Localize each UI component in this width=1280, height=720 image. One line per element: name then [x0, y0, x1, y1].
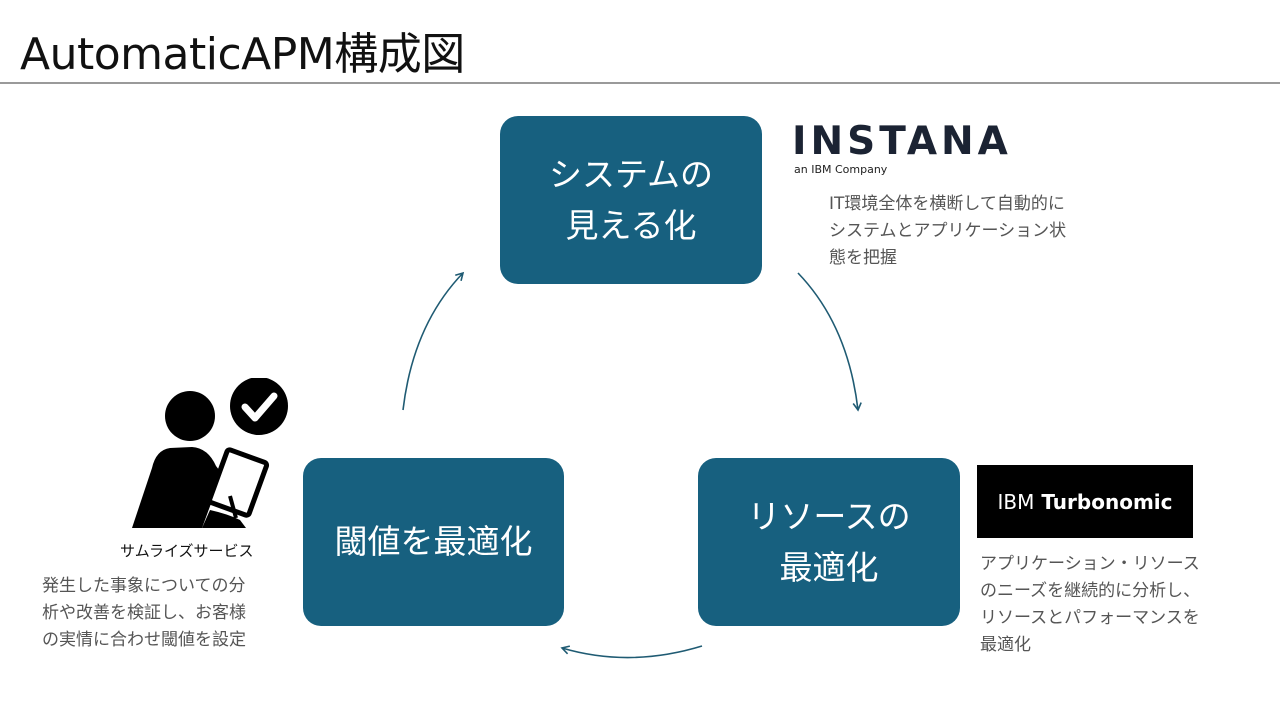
instana-description-line: システムとアプリケーション状: [829, 221, 1067, 241]
instana-description-line: 態を把握: [829, 248, 897, 268]
title-divider: [0, 82, 1280, 84]
instana-logo: INSTANA an IBM Company: [792, 119, 1012, 177]
turbonomic-description-line: 最適化: [980, 635, 1031, 655]
sunrise-service-label: サムライズサービス: [120, 542, 254, 560]
box-visibility-line2: 見える化: [565, 206, 697, 245]
arrow-threshold-to-visibility: [402, 271, 465, 411]
page-title: AutomaticAPM構成図: [20, 29, 465, 80]
box-threshold-optimization: 閾値を最適化: [303, 458, 564, 626]
box-resources-line2: 最適化: [779, 548, 879, 587]
sunrise-description: 発生した事象についての分 析や改善を検証し、お客様 の実情に合わせ閾値を設定: [42, 573, 246, 654]
box-threshold-line1: 閾値を最適化: [334, 522, 533, 562]
turbonomic-description-line: アプリケーション・リソース: [980, 554, 1200, 574]
sunrise-description-line: の実情に合わせ閾値を設定: [42, 630, 246, 650]
arrow-visibility-to-resources: [797, 272, 862, 412]
turbonomic-description-line: リソースとパフォーマンスを: [980, 608, 1200, 628]
arrow-resources-to-threshold: [560, 645, 703, 659]
turbonomic-logo-product: Turbonomic: [1041, 489, 1173, 514]
instana-description-line: IT環境全体を横断して自動的に: [829, 194, 1065, 214]
turbonomic-description-line: のニーズを継続的に分析し、: [980, 581, 1201, 601]
box-resources-line1: リソースの: [747, 496, 911, 536]
turbonomic-description: アプリケーション・リソース のニーズを継続的に分析し、 リソースとパフォーマンス…: [980, 551, 1200, 659]
sunrise-description-line: 析や改善を検証し、お客様: [42, 603, 246, 623]
box-system-visibility: システムの 見える化: [500, 116, 762, 284]
person-check-icon: [132, 378, 288, 528]
turbonomic-logo-ibm: IBM: [997, 489, 1035, 514]
instana-logo-text: INSTANA: [792, 119, 1012, 164]
instana-description: IT環境全体を横断して自動的に システムとアプリケーション状 態を把握: [829, 191, 1066, 272]
turbonomic-logo: IBM Turbonomic: [977, 465, 1193, 538]
sunrise-description-line: 発生した事象についての分: [42, 576, 246, 596]
box-resource-optimization: リソースの 最適化: [698, 458, 960, 626]
instana-logo-subtext: an IBM Company: [794, 163, 888, 176]
box-visibility-line1: システムの: [548, 154, 713, 194]
